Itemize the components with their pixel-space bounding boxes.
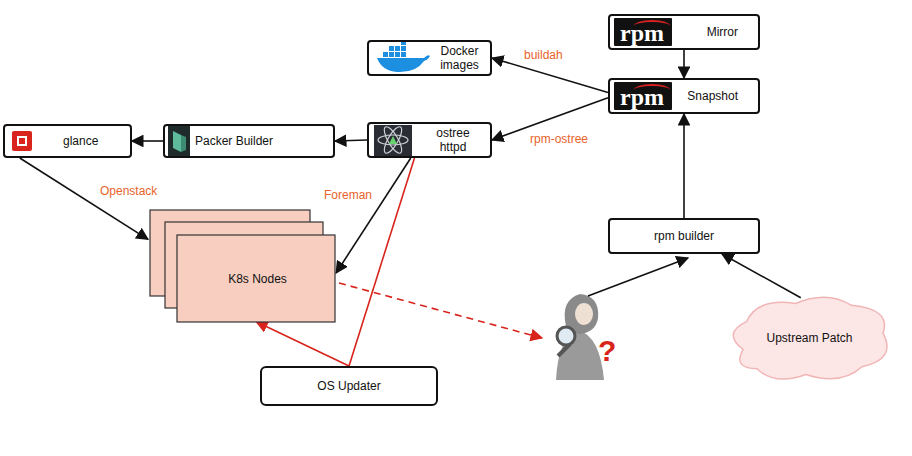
connector xyxy=(683,50,685,78)
node-label: K8s Nodes xyxy=(228,272,287,286)
glance-icon xyxy=(12,131,32,151)
edge-label: buildah xyxy=(522,48,565,62)
edge-label: Openstack xyxy=(98,184,159,198)
rpm-builder-box: rpm builder xyxy=(608,218,760,254)
feedback-line xyxy=(339,283,542,338)
docker-box: Docker images xyxy=(367,40,492,76)
node-label: Docker images xyxy=(435,44,484,73)
mirror-box: rpm Mirror xyxy=(608,14,760,50)
os-updater-box: OS Updater xyxy=(260,366,438,406)
node-label: rpm builder xyxy=(654,229,714,243)
packer-icon xyxy=(168,126,190,156)
connector xyxy=(335,140,367,141)
upstream-cloud: Upstream Patch xyxy=(722,290,897,386)
node-label: OS Updater xyxy=(317,379,380,393)
edge-label: Foreman xyxy=(322,188,374,202)
node-label: Packer Builder xyxy=(195,134,273,148)
docker-icon xyxy=(374,40,430,74)
glance-box: glance xyxy=(3,124,132,158)
atom-icon xyxy=(374,125,412,156)
node-label: Snapshot xyxy=(687,89,738,103)
node-label: glance xyxy=(63,134,98,148)
node-label: ostree httpd xyxy=(427,126,479,155)
k8s-nodes-stack: K8s Nodes xyxy=(148,208,338,324)
connector xyxy=(20,158,148,239)
connector xyxy=(336,158,411,273)
stacked-pages xyxy=(148,208,338,324)
rpm-logo: rpm xyxy=(614,82,672,110)
investigator-illustration xyxy=(556,294,604,380)
connector xyxy=(132,140,163,142)
node-label: Mirror xyxy=(707,25,738,39)
patch-flow-line xyxy=(588,258,688,296)
packer-box: Packer Builder xyxy=(163,124,335,158)
connector xyxy=(683,114,685,218)
snapshot-box: rpm Snapshot xyxy=(608,78,760,114)
connector xyxy=(492,58,608,92)
edge-label: rpm-ostree xyxy=(528,132,590,146)
node-label: Upstream Patch xyxy=(766,331,852,345)
question-mark: ? xyxy=(598,334,616,368)
rpm-logo: rpm xyxy=(614,18,672,46)
connector xyxy=(722,254,801,298)
ostree-box: ostree httpd xyxy=(367,122,492,158)
connector xyxy=(256,322,349,366)
